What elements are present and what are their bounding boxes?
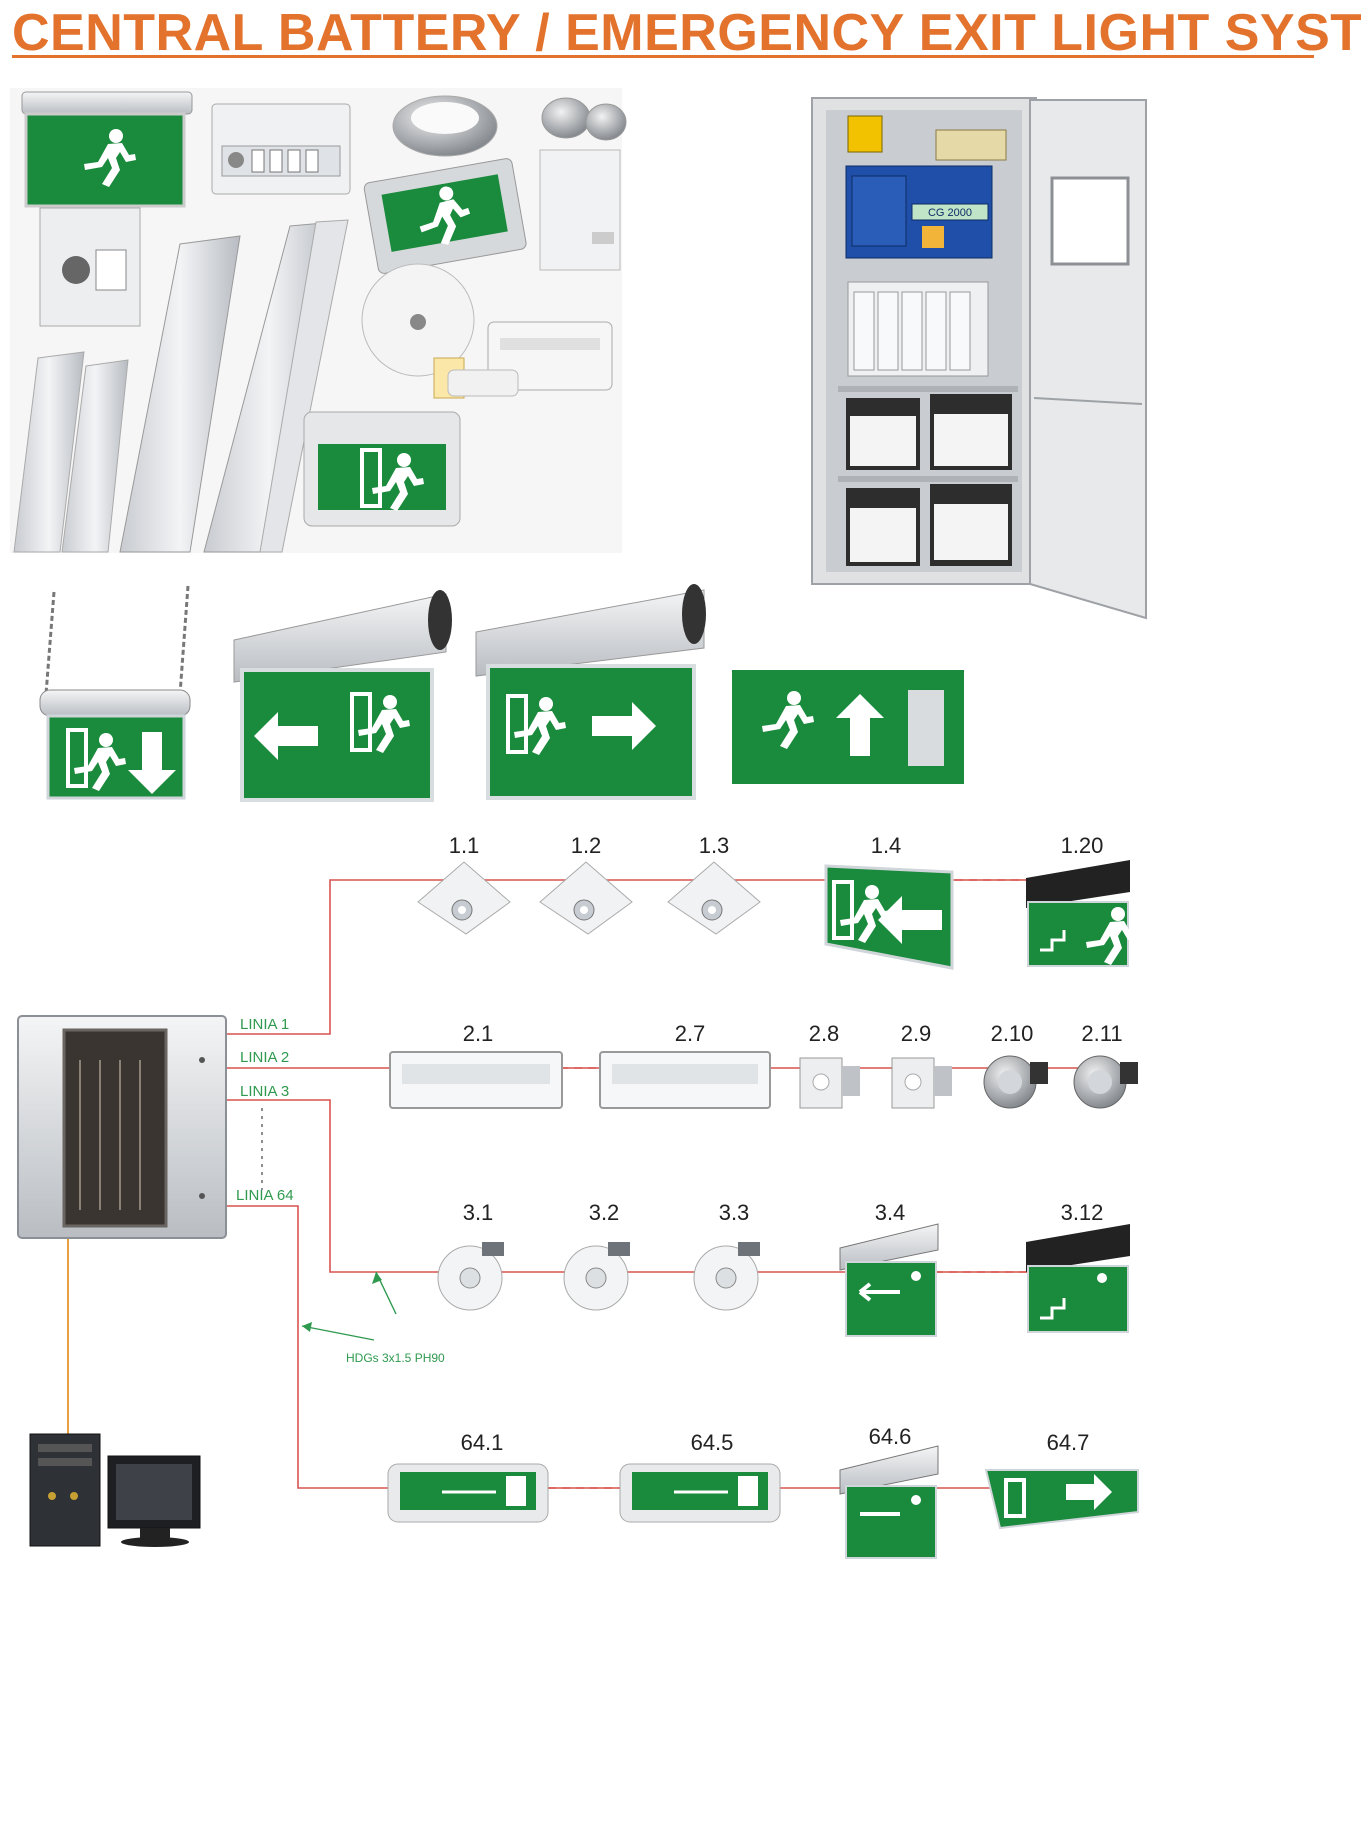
fixture-1-3 xyxy=(667,861,761,935)
fixture-label-1-20: 1.20 xyxy=(1061,833,1104,858)
central-battery-cabinet: CG 2000 xyxy=(811,97,1147,620)
fixture-label-3-1: 3.1 xyxy=(463,1200,494,1225)
fixture-label-64-5: 64.5 xyxy=(691,1430,734,1455)
cable-spec-label: HDGs 3x1.5 PH90 xyxy=(346,1351,445,1365)
fixture-64-6 xyxy=(839,1445,939,1559)
exit-sign-pendant xyxy=(39,585,191,800)
fixture-label-2-10: 2.10 xyxy=(991,1021,1034,1046)
exit-sign-left xyxy=(233,590,452,802)
line-label-64: LINIA 64 xyxy=(236,1187,294,1204)
fixture-label-3-4: 3.4 xyxy=(875,1200,906,1225)
exit-sign-recessed xyxy=(21,91,193,208)
fixture-2-10 xyxy=(983,1055,1048,1109)
fixture-1-2 xyxy=(539,861,633,935)
fixture-label-64-1: 64.1 xyxy=(461,1430,504,1455)
fixture-3-1 xyxy=(437,1242,504,1311)
battery-pack xyxy=(447,321,613,397)
page-title: CENTRAL BATTERY / EMERGENCY EXIT LIGHT S… xyxy=(12,4,1361,62)
bulkhead-exit-light xyxy=(363,158,527,274)
fixture-2-9 xyxy=(891,1057,952,1109)
fixture-1-20 xyxy=(1026,860,1138,967)
title-underline xyxy=(12,55,1314,58)
monitoring-pc xyxy=(29,1433,201,1547)
fixture-3-12 xyxy=(1026,1224,1130,1333)
isolator-box xyxy=(39,207,141,327)
fixture-1-1 xyxy=(417,861,511,935)
fixture-label-64-6: 64.6 xyxy=(869,1424,912,1449)
fixture-2-8 xyxy=(799,1057,860,1109)
exit-sign-up xyxy=(732,670,964,784)
fixture-label-2-11: 2.11 xyxy=(1081,1021,1122,1046)
fixture-label-2-8: 2.8 xyxy=(809,1021,840,1046)
fixture-label-1-1: 1.1 xyxy=(449,833,480,858)
fixture-64-1 xyxy=(387,1463,549,1523)
fixture-label-3-3: 3.3 xyxy=(719,1200,750,1225)
product-collage xyxy=(10,88,627,553)
central-panel xyxy=(17,1015,227,1239)
fixture-label-64-7: 64.7 xyxy=(1047,1430,1090,1455)
fixture-1-4 xyxy=(824,864,954,970)
fixture-2-1 xyxy=(389,1051,563,1109)
fixture-label-2-9: 2.9 xyxy=(901,1021,932,1046)
fixture-64-7 xyxy=(984,1469,1139,1530)
line-label-1: LINIA 1 xyxy=(240,1016,289,1033)
surface-exit-box xyxy=(303,411,461,527)
fixture-label-1-4: 1.4 xyxy=(871,833,902,858)
battery-blocks xyxy=(846,394,1012,566)
fixture-label-1-2: 1.2 xyxy=(571,833,602,858)
fixture-2-11 xyxy=(1073,1055,1138,1109)
fixture-label-3-12: 3.12 xyxy=(1061,1200,1104,1225)
panel-screen-text: CG 2000 xyxy=(928,207,972,219)
exit-sign-right xyxy=(475,584,706,800)
fixture-label-3-2: 3.2 xyxy=(589,1200,620,1225)
fixture-64-5 xyxy=(619,1463,781,1523)
fixture-label-2-7: 2.7 xyxy=(675,1021,706,1046)
ceiling-dome-light xyxy=(392,95,498,157)
cable-callout: HDGs 3x1.5 PH90 xyxy=(301,1271,445,1365)
line-label-2: LINIA 2 xyxy=(240,1049,289,1066)
switch-module xyxy=(211,103,351,195)
twin-spot-unit xyxy=(539,97,627,271)
fixture-3-3 xyxy=(693,1242,760,1311)
fluorescent-fittings xyxy=(13,219,349,553)
fixture-label-2-1: 2.1 xyxy=(463,1021,494,1046)
fixture-2-7 xyxy=(599,1051,771,1109)
fixture-label-1-3: 1.3 xyxy=(699,833,730,858)
line-cables xyxy=(226,879,1130,1489)
dashed-continuations xyxy=(548,879,1028,1489)
fixture-3-2 xyxy=(563,1242,630,1311)
fixture-3-4 xyxy=(839,1223,939,1337)
line-label-3: LINIA 3 xyxy=(240,1083,289,1100)
